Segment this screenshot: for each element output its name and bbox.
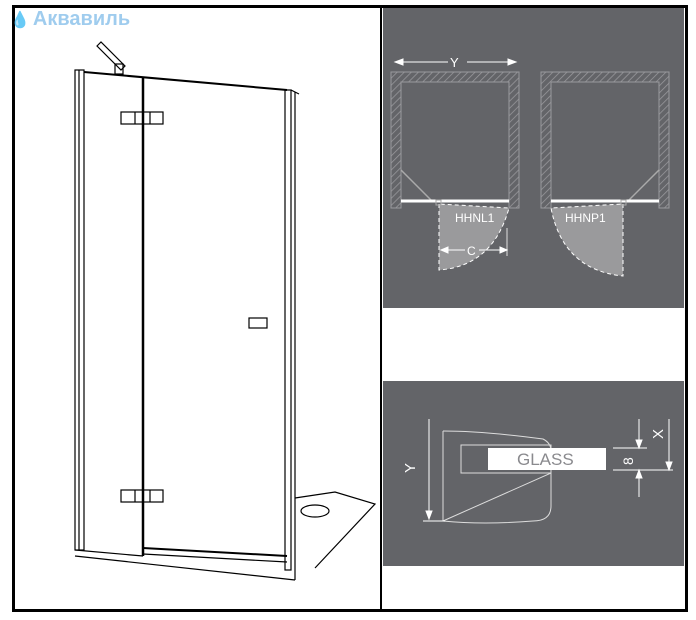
support-arm: [96, 41, 126, 71]
dimension-c-arrow: [439, 228, 509, 256]
drain: [300, 504, 330, 518]
dimension-y-label: Y: [450, 55, 459, 70]
hinge-bottom: [120, 489, 164, 503]
profile-section-diagram: GLASS Y X 8: [402, 419, 673, 524]
glass-label: GLASS: [517, 450, 574, 469]
top-edge: [83, 71, 288, 91]
outer-frame: [12, 5, 688, 612]
glass-thickness-label: 8: [620, 457, 636, 465]
dimension-c-label: C: [467, 244, 476, 258]
shower-tray: [294, 491, 377, 569]
shower-door-drawing: [74, 41, 377, 581]
drop-icon: 💧: [10, 12, 30, 29]
model-code-right: HHNP1: [565, 211, 606, 225]
dimension-x-label: X: [650, 429, 667, 439]
plan-view-panel: Y HHNL1 C HHNP1: [383, 8, 684, 308]
plan-view-diagram: Y HHNL1 C HHNP1: [390, 55, 670, 277]
enclosure-left: HHNL1 C: [390, 71, 520, 271]
profile-outline: [441, 430, 552, 524]
dimension-y-arrow: [393, 58, 518, 66]
door-handle: [248, 317, 268, 329]
door-swing-right: [550, 203, 624, 277]
arm-bracket: [114, 63, 124, 75]
watermark-text: Аквавиль: [32, 8, 131, 30]
wall-profile-right: [284, 89, 292, 571]
dimension-y-label: Y: [402, 463, 419, 473]
model-code-left: HHNL1: [455, 211, 495, 225]
profile-section-panel: GLASS Y X 8: [383, 381, 684, 566]
door-swing-left: [438, 203, 510, 271]
dimension-arrows: [423, 419, 673, 522]
frame-divider: [380, 5, 382, 612]
enclosure-right: HHNP1: [540, 71, 670, 277]
hinge-top: [120, 111, 164, 125]
glass-pane: [488, 448, 606, 470]
watermark-logo: 💧Аквавиль: [10, 8, 130, 31]
